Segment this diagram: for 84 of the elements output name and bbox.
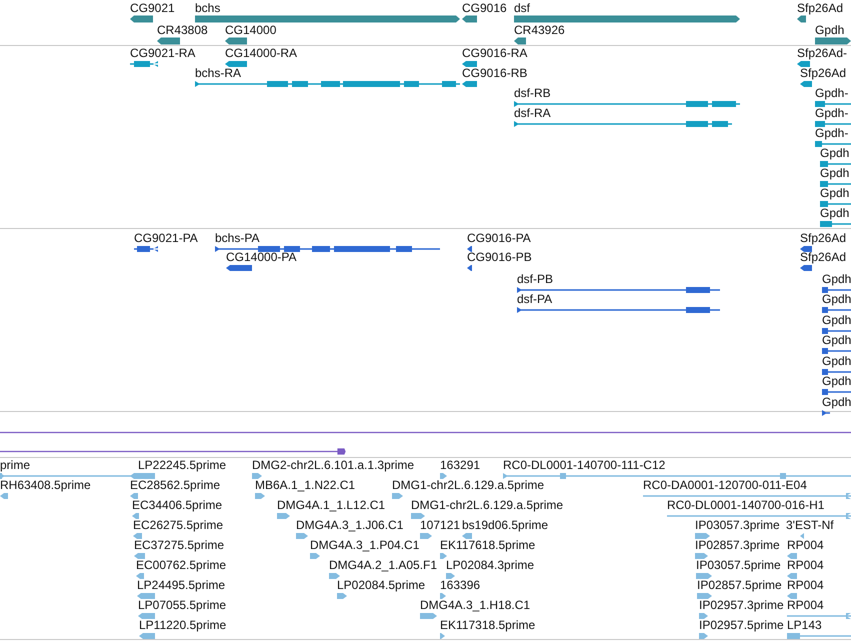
feature-label: CR43808: [157, 23, 208, 37]
feature-label: Gpdh: [822, 333, 851, 347]
feature-label: LP24495.5prime: [137, 578, 226, 592]
feature-label: LP143: [787, 618, 822, 632]
feature-label: IP02857.3prime: [695, 538, 780, 552]
feature-label: 163291: [440, 458, 480, 472]
feature-label: DMG4A.3_1.J06.C1: [296, 518, 404, 532]
feature-label: dsf: [514, 1, 530, 15]
feature-label: LP02084.3prime: [446, 558, 534, 572]
feature-label: dsf-PB: [517, 272, 554, 286]
feature-label: Gpdh-: [815, 106, 848, 120]
feature-label: EC34406.5prime: [132, 498, 222, 512]
feature-label: Gpdh: [822, 292, 851, 306]
feature-label: Gpdh: [820, 146, 850, 160]
feature-label: LP02084.5prime: [337, 578, 426, 592]
feature-label: DMG4A.1_1.L12.C1: [277, 498, 386, 512]
feature-label: CG9021-RA: [130, 46, 196, 60]
feature-label: Sfp26Ad: [800, 231, 846, 245]
feature-label: RH63408.5prime: [0, 478, 91, 492]
feature-label: Sfp26Ad: [800, 66, 846, 80]
feature-label: RC0-DL0001-140700-016-H1: [667, 498, 824, 512]
feature-label: RC0-DA0001-120700-011-E04: [643, 478, 807, 492]
feature-label: CG9016-RA: [462, 46, 528, 60]
feature-label: Gpdh: [822, 395, 851, 409]
feature-label: 163396: [440, 578, 480, 592]
feature-label: CG9016-PA: [467, 231, 531, 245]
feature-label: IP02957.3prime: [699, 598, 784, 612]
feature-label: EK117318.5prime: [440, 618, 536, 632]
feature-label: bchs-RA: [195, 66, 242, 80]
feature-label: RP004: [787, 538, 824, 552]
feature-label: RP004: [787, 558, 824, 572]
feature-label: RP004: [787, 578, 824, 592]
feature-label: Sfp26Ad: [800, 250, 846, 264]
feature-label: dsf-PA: [517, 292, 552, 306]
feature-label: Gpdh: [822, 354, 851, 368]
feature-label: dsf-RB: [514, 86, 551, 100]
feature-label: CG14000-RA: [225, 46, 298, 60]
feature-label: IP03057.3prime: [695, 518, 780, 532]
feature-label: MB6A.1_1.N22.C1: [255, 478, 356, 492]
feature-label: DMG1-chr2L.6.129.a.5prime: [392, 478, 544, 492]
feature-label: Gpdh: [822, 272, 851, 286]
feature-label: LP22245.5prime: [138, 458, 226, 472]
feature-label: bs19d06.5prime: [462, 518, 548, 532]
feature-label: Sfp26Ad: [797, 1, 844, 15]
feature-label: 107121: [420, 518, 460, 532]
feature-label: EC37275.5prime: [134, 538, 224, 552]
feature-label: CG9021: [130, 1, 175, 15]
feature-label: Gpdh-: [815, 126, 848, 140]
feature-label: prime: [0, 458, 30, 472]
feature-label: EC00762.5prime: [136, 558, 226, 572]
feature-label: DMG4A.3_1.P04.C1: [310, 538, 420, 552]
feature-label: bchs: [195, 1, 220, 15]
feature-label: 3'EST-Nf: [786, 518, 834, 532]
feature-label: DMG4A.3_1.H18.C1: [420, 598, 530, 612]
feature-label: Gpdh: [822, 374, 851, 388]
feature-label: IP02857.5prime: [697, 578, 782, 592]
feature-label: Gpdh: [822, 313, 851, 327]
feature-label: EC26275.5prime: [133, 518, 224, 532]
feature-label: bchs-PA: [215, 231, 260, 245]
feature-label: Gpdh: [815, 23, 844, 37]
feature-label: Sfp26Ad-: [797, 46, 848, 60]
feature-label: LP07055.5prime: [138, 598, 226, 612]
feature-label: EC28562.5prime: [130, 478, 220, 492]
feature-label: Gpdh: [820, 186, 850, 200]
feature-label: CG9016: [462, 1, 507, 15]
feature-label: EK117618.5prime: [440, 538, 536, 552]
feature-label: CR43926: [514, 23, 565, 37]
feature-label: Gpdh: [820, 166, 850, 180]
feature-label: RP004: [787, 598, 824, 612]
feature-label: IP03057.5prime: [696, 558, 781, 572]
feature-label: DMG1-chr2L.6.129.a.5prime: [411, 498, 564, 512]
feature-label: CG9021-PA: [134, 231, 198, 245]
feature-label: CG14000: [225, 23, 276, 37]
feature-label: Gpdh-: [815, 86, 848, 100]
feature-label: dsf-RA: [514, 106, 551, 120]
feature-label: DMG4A.2_1.A05.F1: [329, 558, 438, 572]
feature-label: CG14000-PA: [226, 250, 296, 264]
feature-label: Gpdh: [820, 206, 850, 220]
feature-label: CG9016-RB: [462, 66, 528, 80]
feature-label: DMG2-chr2L.6.101.a.1.3prime: [252, 458, 414, 472]
feature-label: CG9016-PB: [467, 250, 532, 264]
feature-label: LP11220.5prime: [139, 618, 226, 632]
feature-label: IP02957.5prime: [699, 618, 784, 632]
feature-label: RC0-DL0001-140700-111-C12: [503, 458, 666, 472]
